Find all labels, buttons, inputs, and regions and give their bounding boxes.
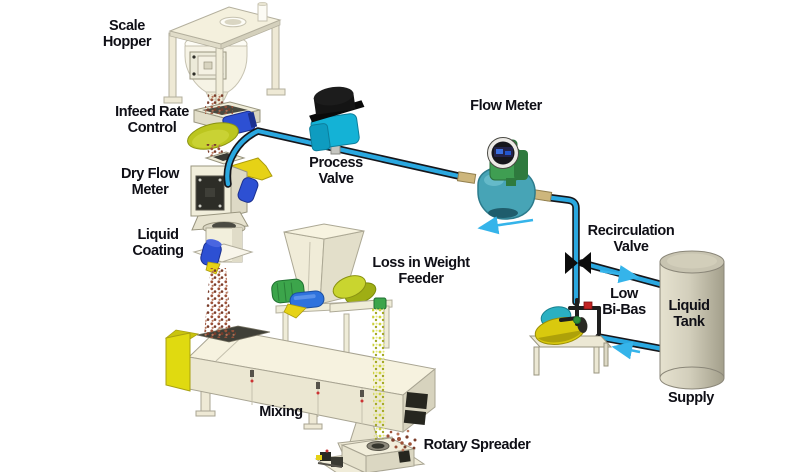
flow-meter-device — [456, 137, 553, 220]
process-valve-device — [309, 86, 365, 155]
mixing-conveyor-machine — [164, 325, 437, 453]
loss-in-weight-feeder-machine — [271, 223, 387, 319]
coating-motor-icon — [200, 239, 222, 267]
granule-stream-yellow — [372, 308, 386, 442]
rotary-spreader-machine — [314, 429, 426, 472]
liquid-tank-cylinder — [659, 250, 725, 390]
scale-hopper-machine — [163, 1, 286, 114]
recirculation-arrow — [599, 265, 640, 284]
flow-meter-arrow — [477, 216, 534, 235]
infeed-rate-control-feeder — [187, 101, 261, 150]
flow-direction-arrows — [477, 216, 641, 360]
liquid-coating-device — [192, 221, 254, 275]
tank-return-arrow — [611, 341, 641, 360]
granule-spray — [386, 429, 417, 452]
granule-stream-coating — [204, 268, 232, 336]
recirculation-valve-icon — [565, 252, 591, 274]
pump-assembly — [528, 298, 613, 376]
dry-flow-motor-icon — [237, 177, 259, 203]
